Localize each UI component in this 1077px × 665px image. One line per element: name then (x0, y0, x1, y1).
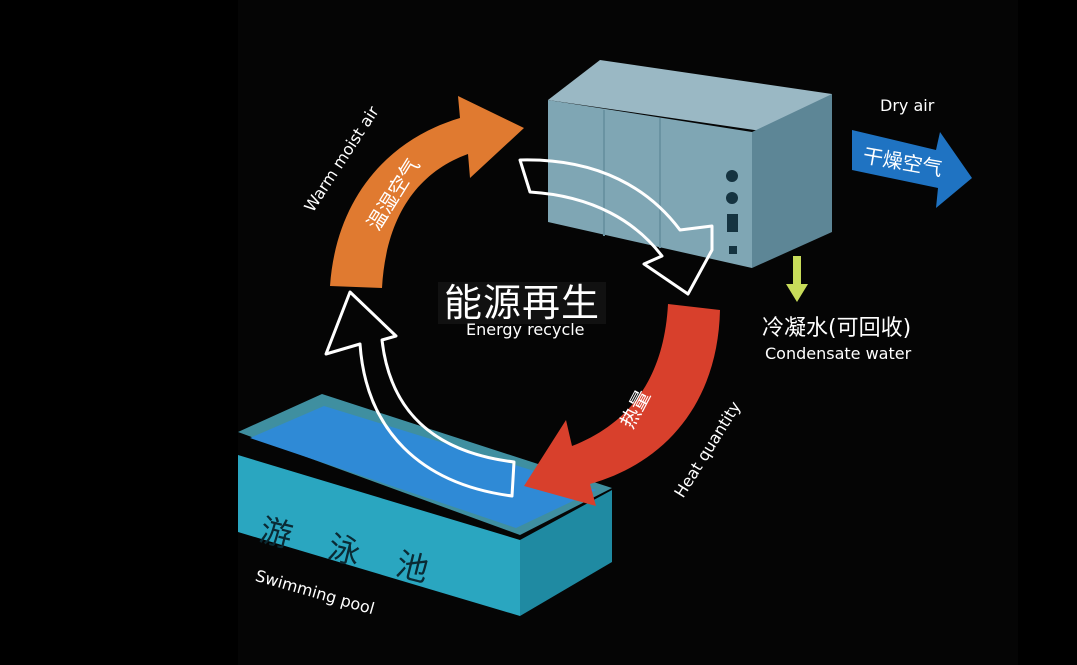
pool-side-wall (520, 490, 612, 616)
unit-side (752, 94, 832, 268)
pool-water (250, 406, 596, 528)
heat-quantity-arrow (524, 304, 720, 506)
dry-air-label-en: Dry air (880, 96, 935, 115)
condensate-label-en: Condensate water (765, 344, 912, 363)
energy-cycle-arrows (324, 158, 714, 498)
unit-knob-1 (726, 170, 738, 182)
unit-panel-dot (729, 246, 737, 254)
white-arrow-left (324, 290, 516, 498)
center-subtitle: Energy recycle (466, 320, 585, 339)
white-arrow-upper-right (518, 158, 714, 296)
pool-front-wall (238, 455, 520, 616)
condensate-label-cn: 冷凝水(可回收) (762, 316, 912, 341)
dry-air-arrow (852, 130, 972, 208)
unit-top (548, 60, 832, 134)
unit-panel-slot (727, 214, 738, 232)
warm-air-arrow (330, 96, 524, 288)
condensate-arrow (786, 256, 808, 302)
unit-knob-2 (726, 192, 738, 204)
center-title: 能源再生 (438, 282, 607, 324)
